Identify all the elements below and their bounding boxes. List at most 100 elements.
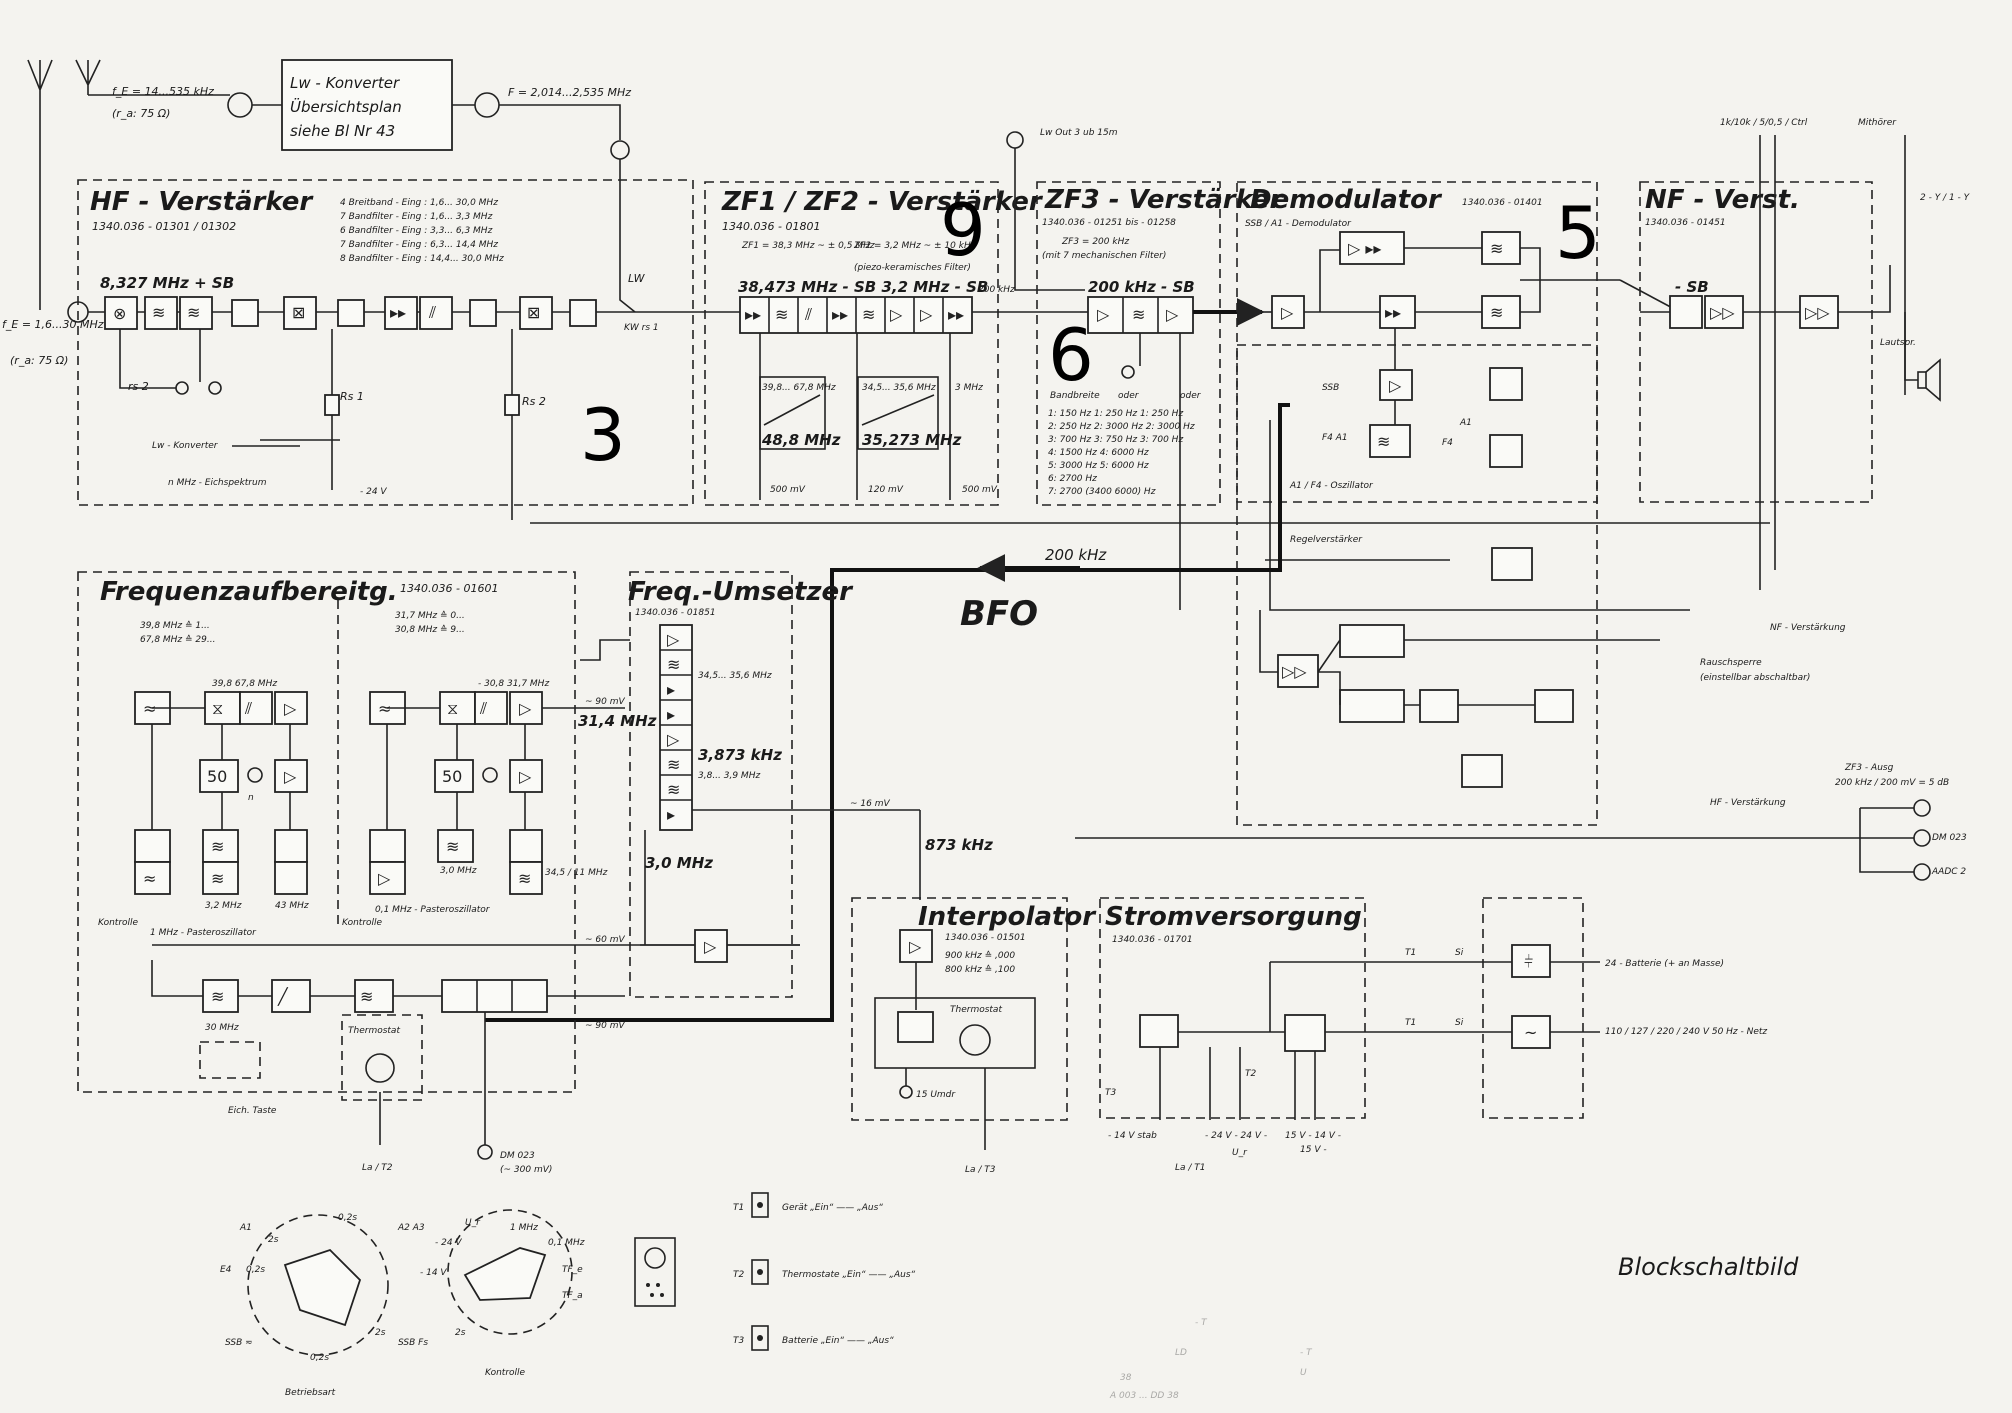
- hf-filter-2: 6 Bandfilter - Eing : 3,3... 6,3 MHz: [340, 226, 493, 236]
- zf12-range3: 3 MHz: [955, 383, 983, 393]
- frequency-prep-section: Frequenzaufbereitg. 1340.036 - 01601 39,…: [77, 571, 800, 1175]
- ip-title: Interpolator: [918, 902, 1097, 932]
- svg-text:≋: ≋: [211, 987, 224, 1006]
- freq-converter-section: Freq.-Umsetzer 1340.036 - 01851 ▷≋▸▸▷≋≋▸…: [580, 571, 993, 998]
- zf12-number: 9: [940, 188, 986, 272]
- fz-fc: 3,2 MHz: [205, 901, 242, 911]
- zf3-amplifier-section: ZF3 - Verstärker 1340.036 - 01251 bis - …: [1006, 128, 1285, 506]
- zf12-range1: 39,8... 67,8 MHz: [762, 383, 836, 393]
- svg-text:2s: 2s: [455, 1328, 466, 1338]
- svg-text:⫽: ⫽: [804, 305, 812, 324]
- svg-text:≋: ≋: [667, 780, 680, 799]
- svg-text:▷: ▷: [284, 699, 297, 718]
- meter-icon: [634, 1237, 676, 1307]
- ps-ur: U_r: [1232, 1148, 1248, 1158]
- ip-r1: 900 kHz ≙ ,000: [945, 950, 1015, 961]
- svg-text:- 14 V: - 14 V: [420, 1268, 447, 1278]
- fu-lvl: ~ 16 mV: [850, 799, 890, 809]
- demod-f-a1: F4 A1: [1322, 433, 1348, 443]
- fz-ff: 34,5 / 11 MHz: [545, 868, 608, 878]
- ps-si1: Si: [1455, 948, 1464, 958]
- zf12-zf2: ZF2 = 3,2 MHz ~ ± 10 kHz: [853, 241, 976, 251]
- svg-text:▷: ▷: [667, 730, 680, 749]
- svg-text:SSB ≂: SSB ≂: [225, 1338, 253, 1348]
- svg-text:U_r: U_r: [465, 1218, 481, 1228]
- svg-text:▷: ▷: [704, 937, 717, 956]
- svg-text:0,2s: 0,2s: [246, 1265, 265, 1275]
- nf-dm2: AADC 2: [1931, 867, 1966, 877]
- svg-text:▸▸: ▸▸: [1385, 303, 1401, 322]
- svg-text:▷▷: ▷▷: [1805, 303, 1830, 322]
- svg-text:- 24 V: - 24 V: [435, 1238, 462, 1248]
- selector-betriebsart: Betriebsart: [285, 1388, 336, 1398]
- fz-kontrolle2: Kontrolle: [342, 918, 383, 928]
- svg-text:~: ~: [1524, 1023, 1537, 1042]
- ip-umdr: 15 Umdr: [916, 1090, 956, 1100]
- svg-text:╱: ╱: [277, 987, 289, 1006]
- zf3-bw-row-3: 4: 1500 Hz 4: 6000 Hz: [1048, 448, 1149, 458]
- zf12-code: 1340.036 - 01801: [722, 220, 820, 233]
- svg-text:▷▷: ▷▷: [1282, 662, 1307, 681]
- nf-top-left: 1k/10k / 5/0,5 / Ctrl: [1720, 118, 1808, 128]
- legend-t1: T1: [733, 1203, 744, 1213]
- fz-out-dm-sub: (~ 300 mV): [500, 1165, 552, 1175]
- svg-text:▷: ▷: [1097, 305, 1110, 324]
- svg-text:▸: ▸: [667, 805, 675, 824]
- ip-code: 1340.036 - 01501: [945, 933, 1026, 943]
- fz-r2: 67,8 MHz ≙ 29...: [140, 634, 215, 645]
- nf-speaker: Lautspr.: [1880, 338, 1916, 348]
- svg-text:▷: ▷: [920, 305, 933, 324]
- svg-text:▷: ▷: [1281, 303, 1294, 322]
- demod-osc: A1 / F4 - Oszillator: [1289, 481, 1374, 491]
- ip-thermostat: Thermostat: [950, 1005, 1002, 1015]
- svg-text:A 003 ... DD 38: A 003 ... DD 38: [1109, 1391, 1179, 1401]
- svg-text:- T: - T: [1300, 1348, 1313, 1358]
- fu-code: 1340.036 - 01851: [635, 608, 716, 618]
- svg-text:0,2s: 0,2s: [310, 1353, 329, 1363]
- thermostat-icon: [365, 1053, 395, 1083]
- fz-r3: 31,7 MHz ≙ 0...: [395, 610, 465, 621]
- hf-code: 1340.036 - 01301 / 01302: [92, 220, 236, 233]
- main-input-impedance: (r_a: 75 Ω): [10, 354, 68, 367]
- legend-t3: T3: [733, 1336, 744, 1346]
- svg-text:▸▸: ▸▸: [390, 303, 406, 322]
- nf-verst-label: NF - Verstärkung: [1770, 623, 1846, 633]
- zf12-amplifier-section: ZF1 / ZF2 - Verstärker 1340.036 - 01801 …: [704, 181, 1080, 506]
- hf-filter-3: 7 Bandfilter - Eing : 6,3... 14,4 MHz: [340, 240, 498, 250]
- svg-text:▸: ▸: [667, 705, 675, 724]
- svg-text:▷: ▷: [519, 767, 532, 786]
- ps-t1a: T1: [1405, 948, 1416, 958]
- zf12-zf1: ZF1 = 38,3 MHz ~ ± 0,5 MHz: [741, 241, 875, 251]
- demodulator-section: Demodulator 1340.036 - 01401 SSB / A1 - …: [1236, 181, 1690, 826]
- svg-text:≋: ≋: [1490, 239, 1503, 258]
- zf3-bw-header-0: Bandbreite: [1050, 391, 1100, 401]
- svg-text:38: 38: [1120, 1373, 1132, 1383]
- antenna-icon: [27, 59, 53, 310]
- svg-text:≋: ≋: [211, 869, 224, 888]
- svg-text:≋: ≋: [775, 305, 788, 324]
- bfo-freq: 200 kHz: [1045, 546, 1107, 564]
- svg-text:⧖: ⧖: [212, 699, 223, 718]
- zf12-filter-note: (piezo-keramisches Filter): [854, 263, 971, 273]
- demod-a1: A1: [1459, 418, 1472, 428]
- coax-connector-icon: [227, 92, 253, 118]
- fz-thermostat: Thermostat: [348, 1026, 400, 1036]
- svg-text:TF_e: TF_e: [562, 1265, 583, 1275]
- svg-text:≋: ≋: [152, 303, 165, 322]
- nf-title: NF - Verst.: [1645, 185, 1800, 215]
- svg-text:⊠: ⊠: [527, 303, 540, 322]
- bfo-line: 200 kHz BFO: [485, 403, 1290, 1022]
- power-supply-section: Stromversorgung 1340.036 - 01701 ⫩ ~ T1 …: [1099, 897, 1767, 1173]
- zf12-range2: 34,5... 35,6 MHz: [862, 383, 936, 393]
- zf12-title: ZF1 / ZF2 - Verstärker: [721, 187, 1044, 217]
- zf3-code: 1340.036 - 01251 bis - 01258: [1042, 218, 1176, 228]
- fz-fe: 3,0 MHz: [440, 866, 477, 876]
- lw-converter-line3: siehe Bl Nr 43: [290, 122, 395, 140]
- ip-out: La / T3: [965, 1165, 996, 1175]
- fz-r1: 39,8 MHz ≙ 1...: [140, 620, 210, 631]
- ps-o1: - 14 V stab: [1108, 1131, 1157, 1141]
- ps-o2: La / T1: [1175, 1163, 1206, 1173]
- svg-text:⧖: ⧖: [447, 699, 458, 718]
- svg-text:≋: ≋: [1490, 303, 1503, 322]
- fu-f4: 3,0 MHz: [645, 854, 713, 872]
